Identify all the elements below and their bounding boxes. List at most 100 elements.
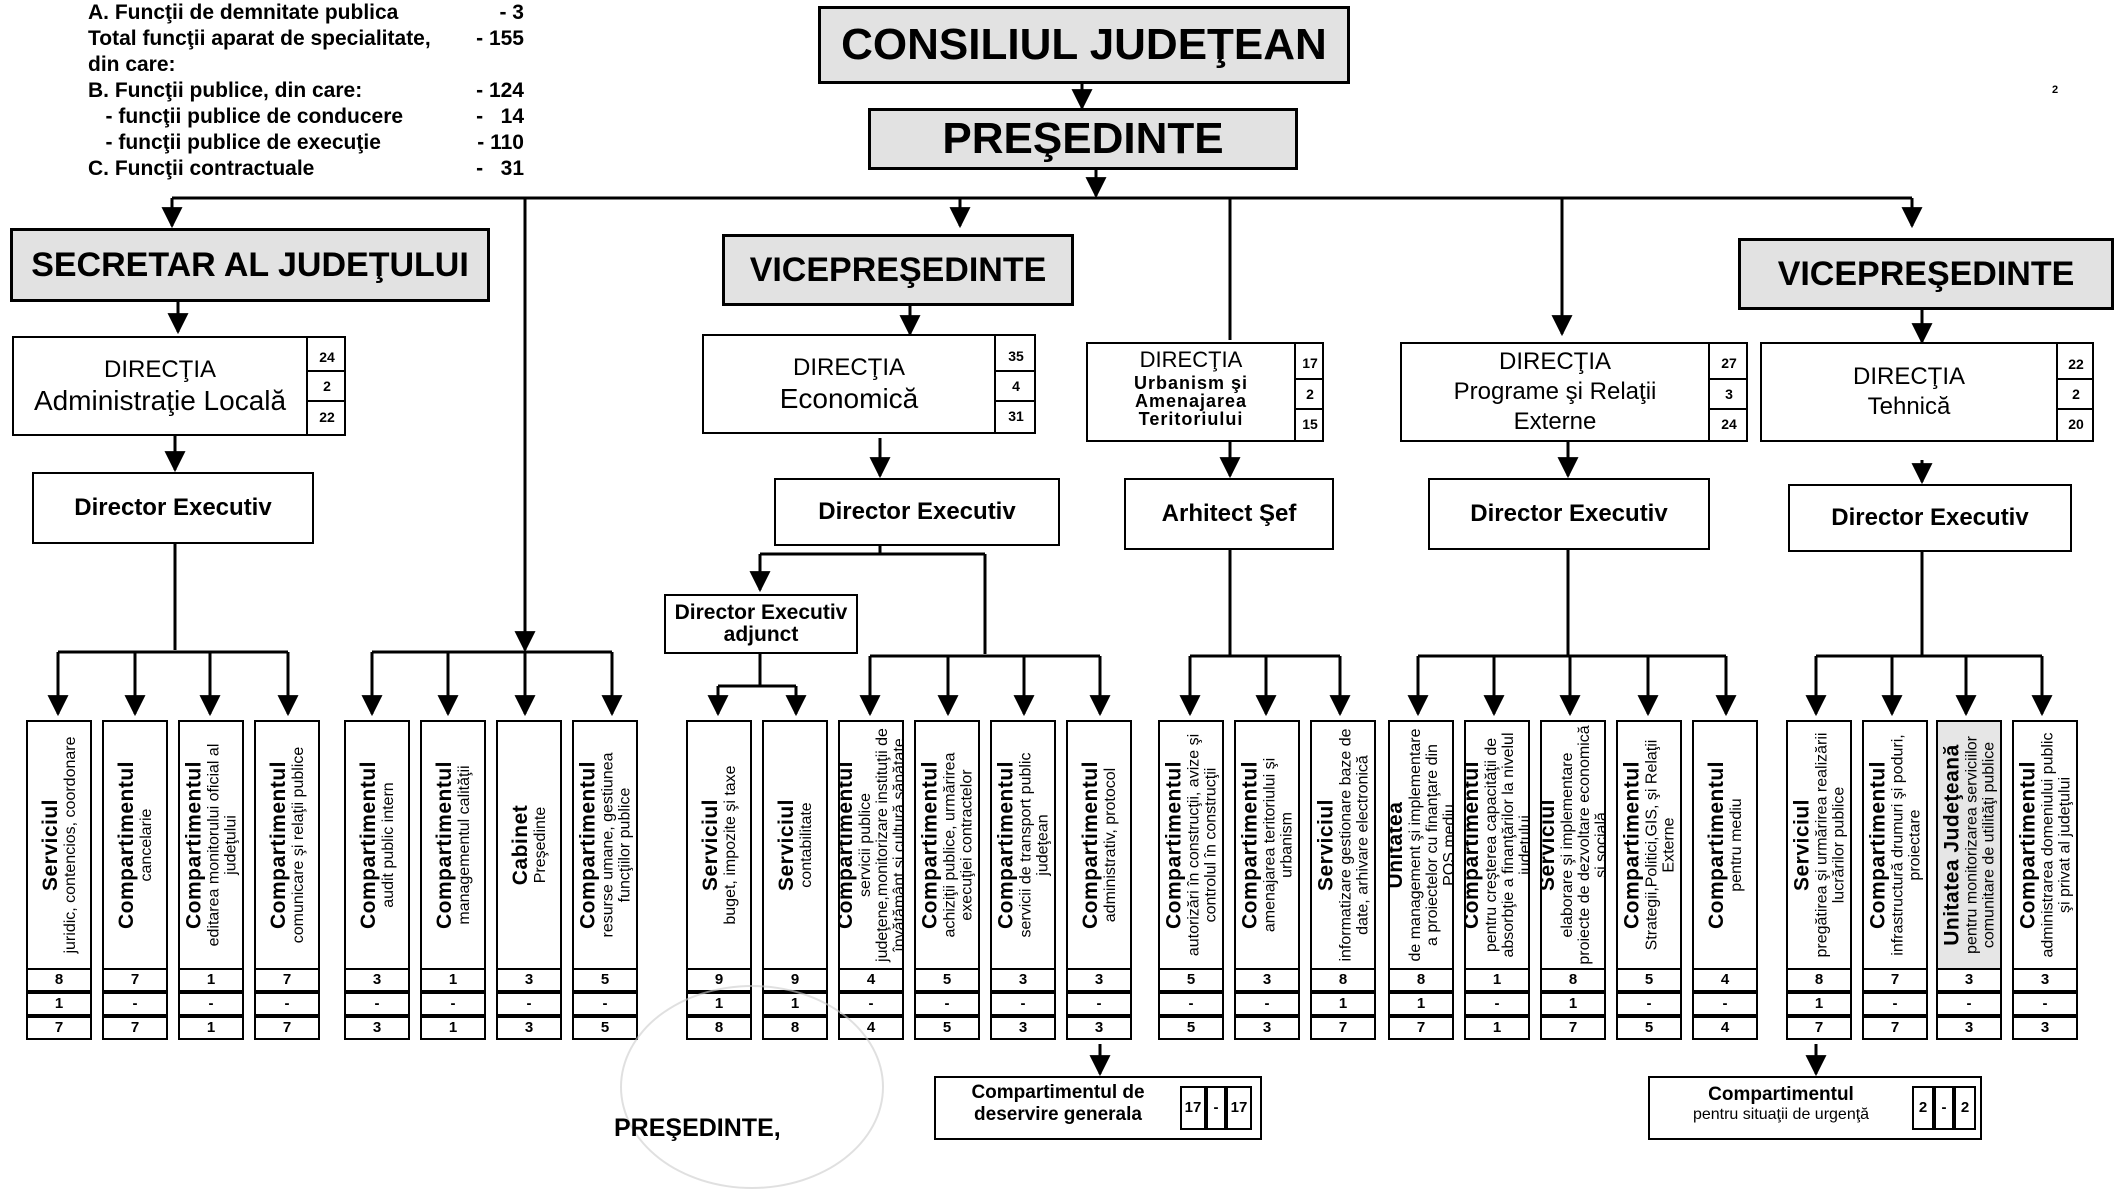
count-total: 24 [308, 344, 346, 372]
unit-type: Serviciul [1540, 798, 1559, 892]
consiliu-judetean-box: CONSILIUL JUDEŢEAN [818, 6, 1350, 84]
count-conducere: 4 [1012, 378, 1020, 394]
summary-value: - 3 [499, 1, 524, 24]
count-executie: 5 [1158, 1016, 1224, 1040]
count-executie: 3 [1936, 1016, 2002, 1040]
unit-description: resurse umane, gestiunea funcţiilor publ… [599, 752, 634, 938]
count-conducere: - [2012, 992, 2078, 1016]
count-total: 2 [1912, 1086, 1934, 1130]
count-total: 3 [990, 968, 1056, 992]
count-executie: 7 [1310, 1016, 1376, 1040]
count-conducere: - [1158, 992, 1224, 1016]
summary-value: - 155 [476, 27, 524, 50]
direction-title: DIRECŢIA [103, 356, 216, 383]
count-executie: 5 [572, 1016, 638, 1040]
summary-row: B. Funcţii publice, din care:- 124 [88, 78, 524, 104]
count-conducere: 2 [2072, 386, 2080, 402]
direction-name: Administraţie Locală [33, 385, 287, 416]
count-total: 22 [2058, 350, 2094, 380]
count-total: 8 [1388, 968, 1454, 992]
unit-description: infrastructură drumuri şi poduri, proiec… [1889, 734, 1924, 956]
unit-description: elaborare şi implementare proiecte de de… [1559, 725, 1606, 965]
count-total: 5 [572, 968, 638, 992]
unit-type: Compartimentul [2016, 761, 2040, 930]
summary-value: - 110 [477, 131, 524, 154]
unit-description: pentru monitorizarea serviciilor comunit… [1963, 736, 1998, 954]
count-conducere: - [178, 992, 244, 1016]
unit-description: informatizare gestionare baze de date, a… [1337, 728, 1372, 962]
count-executie: 5 [1616, 1016, 1682, 1040]
count-total: 8 [1786, 968, 1852, 992]
count-total: 1 [178, 968, 244, 992]
director-executiv-box: Director Executiv [32, 472, 314, 544]
unit-description: comunicare şi relaţii publice [290, 746, 307, 944]
staff-counts: 35 4 31 [994, 336, 1036, 432]
count-conducere: - [102, 992, 168, 1016]
count-conducere: - [1692, 992, 1758, 1016]
unit-type: Serviciul [775, 798, 798, 892]
count-total: 3 [344, 968, 410, 992]
count-executie: 3 [990, 1016, 1056, 1040]
count-total: 5 [914, 968, 980, 992]
count-executie: 5 [914, 1016, 980, 1040]
unit-type: Serviciul [39, 798, 62, 892]
direction-name: Economică [779, 383, 919, 414]
summary-label: - funcţii publice de execuţie [88, 131, 381, 154]
unit-type: Compartimentul [1620, 761, 1644, 930]
count-conducere: - [572, 992, 638, 1016]
count-conducere: - [914, 992, 980, 1016]
directia-tehnica: DIRECŢIA Tehnică 22 2 20 [1760, 342, 2094, 442]
unit-type: Serviciul [1314, 798, 1338, 892]
count-total: 3 [1066, 968, 1132, 992]
count-executie: 3 [344, 1016, 410, 1040]
summary-row: - funcţii publice de conducere - 14 [88, 104, 525, 130]
staff-counts: 22 2 20 [2056, 344, 2094, 440]
unit-type: Compartimentul [1705, 761, 1728, 930]
unit-type: Serviciul [699, 798, 722, 892]
unit-type: Compartimentul [1464, 761, 1483, 930]
count-total: 5 [1616, 968, 1682, 992]
unit-description: servicii de transport public judeţean [1017, 752, 1052, 938]
count-conducere: 2 [323, 378, 331, 394]
summary-label: B. Funcţii publice, din care: [88, 79, 363, 102]
count-total: 8 [1540, 968, 1606, 992]
vicepresedinte-box: VICEPREŞEDINTE [722, 234, 1074, 306]
unit-description: autorizări în construcţii, avize şi cont… [1185, 733, 1220, 957]
count-executie: 2 [1954, 1086, 1976, 1130]
unit-type: Compartimentul [433, 761, 456, 930]
count-executie: 1 [178, 1016, 244, 1040]
unit-description: juridic, contencios, coordonare [62, 736, 79, 954]
presedinte-box: PREŞEDINTE [868, 108, 1298, 170]
unit-type: Compartimentul [838, 761, 857, 930]
unit-description: Strategii,Politici,GIS, şi Relaţii Exter… [1643, 739, 1678, 951]
director-executiv-box: Director Executiv [1428, 478, 1710, 550]
subunit-desc: deservire generala [974, 1104, 1142, 1125]
summary-label: - funcţii publice de conducere [88, 105, 404, 128]
director-executiv-box: Director Executiv [774, 478, 1060, 546]
secretar-box: SECRETAR AL JUDEŢULUI [10, 228, 490, 302]
unit-type: Compartimentul [1079, 761, 1102, 930]
unit-description: editarea monitorului oficial al judeţulu… [205, 743, 240, 947]
summary-value: - 14 [476, 105, 524, 128]
direction-title: DIRECŢIA [1498, 348, 1611, 375]
count-conducere: - [1464, 992, 1530, 1016]
